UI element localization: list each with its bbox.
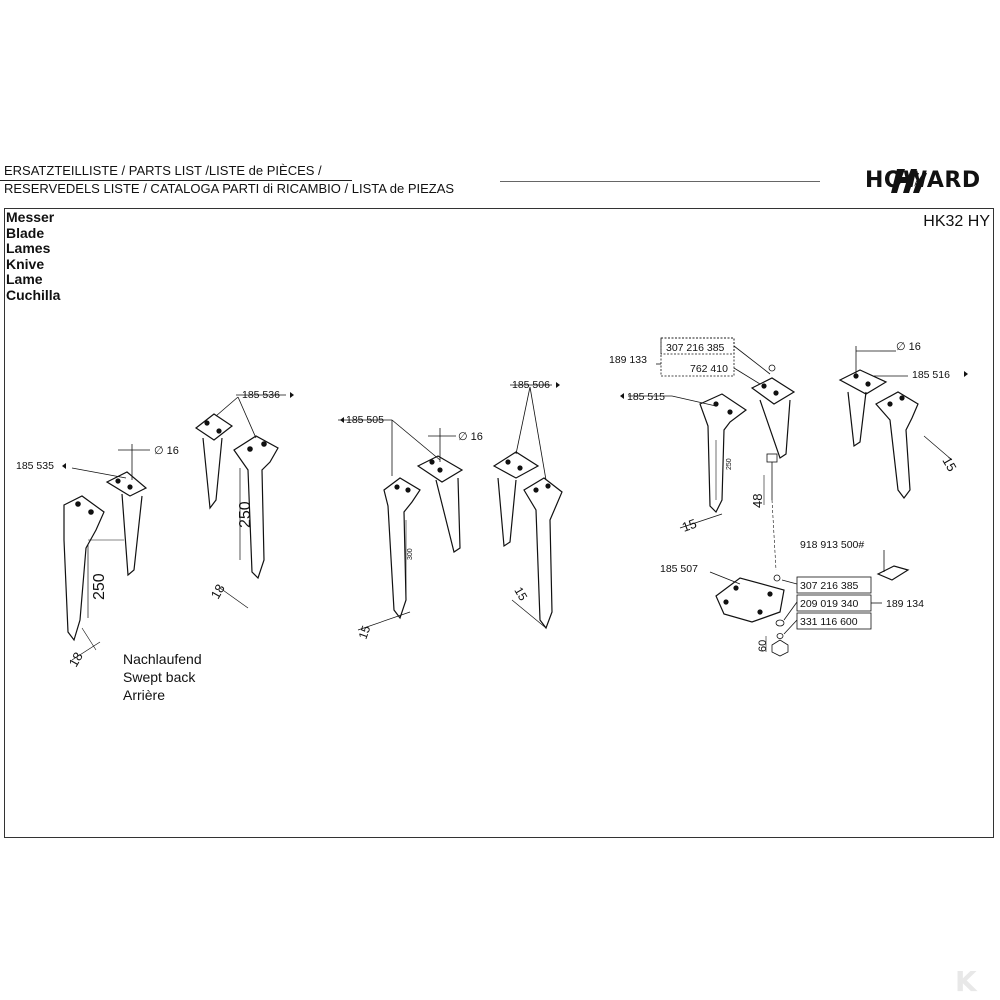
- dim-dia16-b: ∅ 16: [458, 431, 483, 443]
- part-name-fr: Lames: [6, 240, 51, 256]
- dim-15-b: 15: [511, 585, 530, 604]
- box-307216385-bot: [796, 576, 872, 594]
- label-185506: 185 506: [512, 379, 550, 391]
- header-line-1: ERSATZTEILLISTE / PARTS LIST /LISTE de P…: [4, 163, 322, 178]
- brand-name: HOWARD: [865, 168, 981, 193]
- howard-logo-icon: [891, 169, 927, 193]
- dim-dia16-c: ∅ 16: [896, 341, 921, 353]
- part-name-dk: Knive: [6, 255, 45, 272]
- label-189134: 189 134: [886, 598, 924, 610]
- label-185515: 185 515: [627, 391, 665, 403]
- label-185535: 185 535: [16, 460, 54, 472]
- blade-185516-group: ∅ 16 185 516 15: [838, 341, 968, 499]
- dim-15-c: 15: [680, 516, 699, 535]
- watermark-icon: K: [955, 965, 977, 998]
- blade-185505-group: 185 505 ∅ 16 300 15: [338, 414, 483, 641]
- label-185536: 185 536: [242, 389, 280, 401]
- blade-185515-plate: [750, 377, 796, 405]
- part-names: Messer Blade Lames Knive Lame Cuchilla: [6, 209, 61, 303]
- header-underline-1: [0, 180, 352, 181]
- dim-15-a: 15: [356, 623, 374, 641]
- label-209019340: 209 019 340: [800, 598, 859, 610]
- blade-185515-long: [699, 393, 748, 514]
- blade-185506-long: [523, 477, 563, 630]
- blade-185516-long: [875, 391, 919, 499]
- label-189133: 189 133: [609, 354, 647, 366]
- part-name-es: Cuchilla: [6, 286, 61, 303]
- drawing-frame: [4, 208, 994, 838]
- part-name-de: Messer: [6, 209, 55, 225]
- dim-300: 300: [407, 548, 414, 560]
- note-de: Nachlaufend: [123, 651, 202, 667]
- part-name-it: Lame: [6, 271, 43, 287]
- blade-185516-short: [847, 391, 867, 448]
- hardware-group: 918 913 500# 185 507 307 216 385 209 019…: [660, 539, 924, 657]
- swept-back-note: Nachlaufend Swept back Arrière: [123, 650, 202, 704]
- box-331116600: [796, 612, 872, 630]
- dim-48: 48: [750, 494, 765, 508]
- dim-250-c: 250: [726, 458, 733, 470]
- plate-185507: [715, 577, 785, 623]
- blade-185516-plate: [838, 369, 888, 395]
- blade-185506-short: [497, 477, 517, 548]
- blade-185536-group: 185 536 250 18: [194, 389, 294, 609]
- label-307216385-bot: 307 216 385: [800, 580, 859, 592]
- blade-185536-short: [202, 437, 223, 510]
- label-918913500: 918 913 500#: [800, 539, 864, 551]
- part-name-en: Blade: [6, 224, 45, 241]
- note-fr: Arrière: [123, 687, 166, 703]
- label-185507: 185 507: [660, 563, 698, 575]
- blade-185505-short: [435, 477, 461, 553]
- header-rule: [500, 181, 820, 182]
- model-number: HK32 HY: [923, 213, 990, 230]
- plate-918913500: [876, 565, 910, 581]
- blade-185535-long: [63, 495, 105, 642]
- blade-185535-short: [121, 493, 143, 577]
- dim-dia16-a: ∅ 16: [154, 445, 179, 457]
- blade-185536-plate: [194, 413, 234, 441]
- blade-185505-plate: [416, 455, 464, 483]
- dim-18-a: 18: [66, 649, 86, 669]
- blade-185505-long: [383, 477, 421, 620]
- dim-250-a: 250: [91, 573, 108, 600]
- blade-185515-group: 307 216 385 762 410 189 133 185 515 250 …: [609, 337, 796, 571]
- label-185516: 185 516: [912, 369, 950, 381]
- blade-185506-group: 185 506 15: [492, 379, 563, 630]
- note-en: Swept back: [123, 669, 196, 685]
- header-line-2: RESERVEDELS LISTE / CATALOGA PARTI di RI…: [4, 181, 455, 196]
- dim-15-d: 15: [939, 454, 959, 474]
- dim-18-b: 18: [208, 581, 228, 601]
- box-762410: [660, 337, 735, 377]
- label-307216385-top: 307 216 385: [666, 342, 725, 354]
- label-331116600: 331 116 600: [800, 616, 858, 628]
- blade-185515-short: [759, 399, 791, 459]
- blade-185506-plate: [492, 451, 540, 479]
- label-762410: 762 410: [690, 363, 728, 375]
- dim-250-b: 250: [237, 501, 254, 528]
- dim-60: 60: [757, 640, 769, 652]
- label-185505: 185 505: [346, 414, 384, 426]
- blade-185535-group: 185 535 ∅ 16 250 18: [16, 444, 179, 670]
- nut-60: [771, 639, 789, 657]
- blade-185535-plate: [105, 471, 148, 497]
- blade-185536-long: [233, 435, 279, 580]
